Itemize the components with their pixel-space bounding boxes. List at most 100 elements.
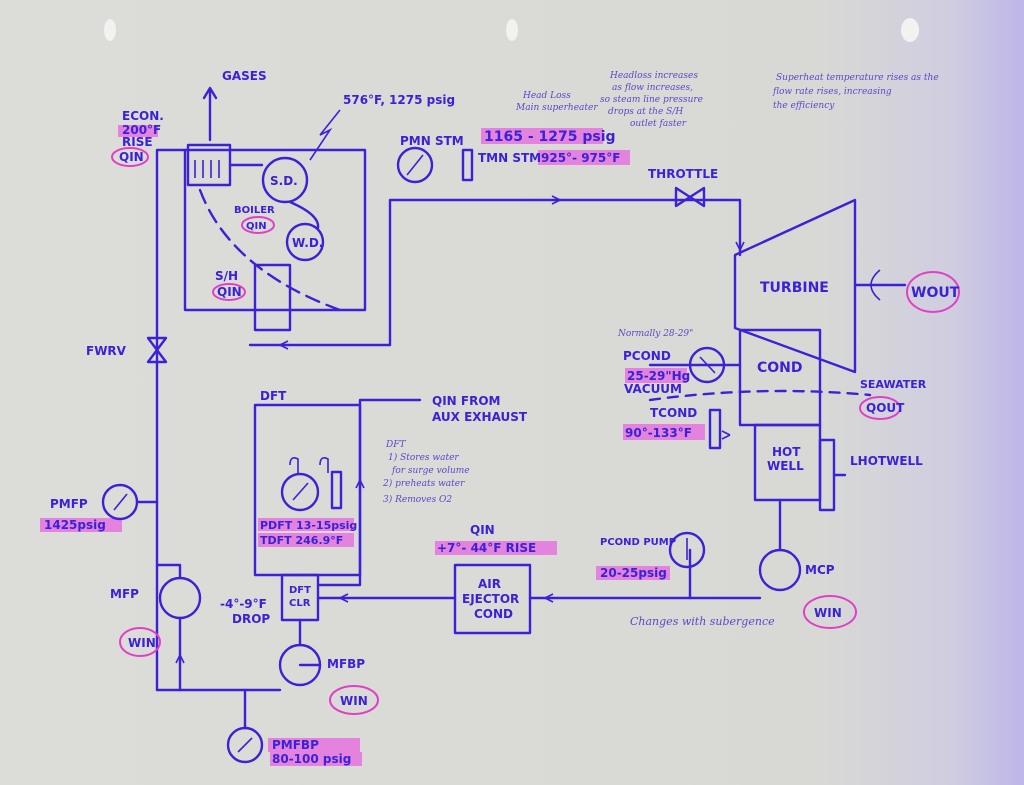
main-feed-booster-pump — [278, 643, 322, 687]
p-cond-pump-label: PCOND PUMP — [600, 537, 676, 548]
q-out-label: QOUT — [866, 401, 905, 415]
p-mfp-value: 1425psig — [44, 518, 106, 532]
air-ejector-label-3: COND — [474, 607, 513, 621]
binder-hole — [104, 19, 116, 41]
dft-label: DFT — [260, 389, 287, 403]
condenser-thermometer — [708, 408, 722, 450]
cond-label: COND — [757, 360, 803, 376]
circled-labels — [111, 147, 960, 715]
aux-exhaust-label: AUX EXHAUST — [432, 410, 528, 424]
p-mfp-label: PMFP — [50, 497, 88, 511]
turbine-label: TURBINE — [760, 280, 829, 296]
boiler — [183, 86, 367, 332]
superheater — [253, 263, 292, 332]
gauges — [101, 146, 726, 764]
cond-pump-pressure-gauge — [668, 531, 706, 569]
t-mn-stm-value: 925°- 975°F — [541, 151, 620, 165]
binder-hole — [506, 19, 518, 41]
condenser-pressure-gauge — [688, 346, 726, 384]
binder-hole — [901, 18, 919, 42]
note-headloss-1: Headloss increases — [609, 71, 698, 81]
sh-qin-label: QIN — [217, 285, 242, 299]
p-mn-stm-value: 1165 - 1275 psig — [484, 129, 616, 145]
dft-clr-label-2: CLR — [289, 598, 311, 609]
econ-qin-label: QIN — [119, 150, 144, 164]
qin-from-label: QIN FROM — [432, 394, 500, 408]
main-condensate-pump — [758, 548, 802, 592]
dft-thermometer — [330, 470, 343, 510]
p-cond-label: PCOND — [623, 349, 671, 363]
note-dft-4: 2) preheats water — [382, 478, 465, 489]
dft-cooler — [280, 573, 320, 622]
note-dft-2: 1) Stores water — [388, 452, 459, 463]
main-steam-thermometer — [461, 148, 474, 182]
hot-well-label-2: WELL — [767, 459, 804, 473]
dft-clr-drop-value: -4°-9°F — [220, 597, 267, 611]
mfp-label: MFP — [110, 587, 139, 601]
handwritten-notes: Head Loss Main superheater Headloss incr… — [382, 71, 939, 505]
p-cond-value: 25-29"Hg — [627, 369, 690, 383]
gases-label: GASES — [222, 69, 267, 83]
p-mfbp-value: 80-100 psig — [272, 752, 351, 766]
vacuum-label: VACUUM — [624, 382, 682, 396]
note-headloss-2: as flow increases, — [612, 83, 693, 93]
air-ejector-condenser — [453, 563, 532, 635]
mcp-label: MCP — [805, 563, 835, 577]
note-head-loss: Head Loss — [522, 91, 571, 101]
piping — [155, 148, 907, 692]
note-superheat-3: the efficiency — [773, 101, 835, 111]
sh-label: S/H — [215, 269, 238, 283]
econ-label: ECON. — [122, 109, 164, 123]
w-out-label: WOUT — [911, 285, 960, 301]
t-cond-value: 90°-133°F — [625, 426, 692, 440]
turbine-condenser — [648, 198, 881, 512]
gases-arrow — [202, 86, 218, 142]
t-dft-label: TDFT 246.9°F — [260, 534, 343, 547]
drop-label: DROP — [232, 612, 270, 626]
air-ejector-rise-value: +7°- 44°F RISE — [437, 541, 536, 555]
p-mfbp-label: PMFBP — [272, 738, 319, 752]
mfp-win-label: WIN — [128, 636, 156, 650]
seawater-label: SEAWATER — [860, 378, 927, 391]
air-ejector-label-2: EJECTOR — [462, 592, 519, 606]
throttle-label: THROTTLE — [648, 167, 718, 181]
steam-drum-conditions: 576°F, 1275 psig — [343, 93, 455, 107]
labels: GASES ECON. 200°F RISE QIN 576°F, 1275 p… — [44, 69, 960, 766]
changes-note: Changes with subergence — [630, 615, 775, 628]
mcp-win-label: WIN — [814, 606, 842, 620]
note-dft-1: DFT — [385, 440, 406, 450]
p-dft-label: PDFT 13-15psig — [260, 519, 357, 532]
note-headloss-5: outlet faster — [630, 119, 687, 129]
normally-note: Normally 28-29" — [617, 329, 693, 339]
note-dft-3: for surge volume — [391, 466, 470, 476]
note-headloss-3: so steam line pressure — [600, 95, 703, 105]
main-steam-pressure-gauge — [396, 146, 434, 184]
dft-clr-label: DFT — [289, 585, 311, 596]
econ-rise-label: 200°F — [122, 123, 161, 137]
wd-label: W.D. — [292, 236, 323, 250]
highlights — [40, 125, 705, 766]
sd-label: S.D. — [270, 174, 298, 188]
air-ejector-qin-label: QIN — [470, 523, 495, 537]
boiler-label: BOILER — [234, 205, 275, 216]
note-dft-5: 3) Removes O2 — [383, 494, 452, 505]
note-head-loss-2: Main superheater — [515, 103, 598, 113]
t-cond-label: TCOND — [650, 406, 697, 420]
mfbp-label: MFBP — [327, 657, 365, 671]
p-cond-pump-value: 20-25psig — [600, 566, 667, 580]
steam-drum — [261, 156, 309, 204]
air-ejector-label: AIR — [478, 577, 501, 591]
note-headloss-4: drops at the S/H — [608, 107, 683, 117]
econ-rise-label-2: RISE — [122, 135, 153, 149]
p-mn-stm-label: PMN STM — [400, 134, 464, 148]
note-superheat-1: Superheat temperature rises as the — [776, 73, 939, 83]
boiler-qin-label: QIN — [246, 221, 267, 232]
hot-well-label: HOT — [772, 445, 801, 459]
note-superheat-2: flow rate rises, increasing — [772, 87, 892, 97]
throttle-valve — [674, 186, 706, 208]
water-drum — [285, 222, 325, 262]
t-mn-stm-label: TMN STM — [478, 151, 541, 165]
fwrv-label: FWRV — [86, 344, 127, 358]
